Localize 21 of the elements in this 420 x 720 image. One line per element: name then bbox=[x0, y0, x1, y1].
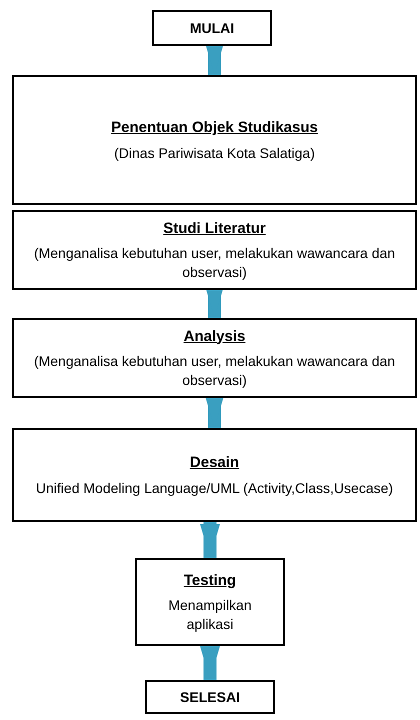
step-title: SELESAI bbox=[180, 688, 240, 706]
process-box bbox=[145, 680, 275, 714]
process-box bbox=[12, 318, 417, 398]
process-box bbox=[152, 10, 272, 46]
step-title: Penentuan Objek Studikasus bbox=[111, 118, 318, 138]
step-title: MULAI bbox=[190, 18, 234, 38]
step-title: Testing bbox=[184, 570, 236, 590]
step-description: Unified Modeling Language/UML (Activity,Class,Usecase) bbox=[36, 478, 394, 498]
step-title: Studi Literatur bbox=[163, 218, 266, 238]
step-description: Menampilkan aplikasi bbox=[167, 596, 253, 634]
block-arrow bbox=[200, 522, 220, 558]
step-description: (Dinas Pariwisata Kota Salatiga) bbox=[114, 144, 315, 163]
step-description: (Menganalisa kebutuhan user, melakukan wawancara dan observasi) bbox=[32, 244, 396, 282]
step-description: (Menganalisa kebutuhan user, melakukan wawancara dan observasi) bbox=[32, 352, 396, 390]
block-arrow bbox=[200, 646, 220, 680]
step-title: Analysis bbox=[184, 326, 246, 346]
process-box bbox=[135, 558, 285, 646]
step-title: Desain bbox=[190, 453, 240, 474]
process-box bbox=[12, 210, 417, 290]
process-box bbox=[12, 75, 417, 205]
process-box bbox=[12, 428, 417, 522]
